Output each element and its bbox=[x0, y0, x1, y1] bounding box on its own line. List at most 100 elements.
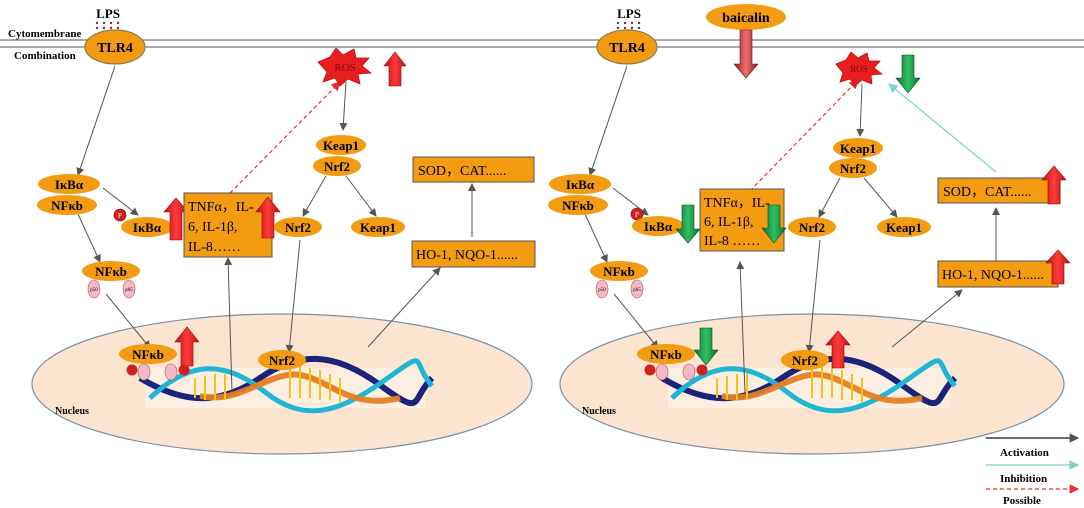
legend-inhibition-label: Inhibition bbox=[1000, 473, 1047, 485]
keap1-top-label-right: Keap1 bbox=[840, 141, 876, 156]
activation-arrows-left bbox=[76, 65, 476, 393]
dna-helix-left bbox=[138, 356, 435, 414]
left-panel: Nucleus bbox=[31, 6, 536, 455]
tlr4-receptor-right bbox=[596, 29, 658, 65]
ros-down-arrow-right bbox=[895, 54, 921, 94]
p50-subunit-mid-left bbox=[87, 279, 101, 299]
ros-label-left: ROS bbox=[334, 62, 355, 74]
baicalin-down-arrow bbox=[733, 29, 759, 79]
phospho-tag-label: P bbox=[118, 212, 122, 220]
keap1-top-right bbox=[833, 138, 883, 158]
nucleus-label-left: Nucleus bbox=[55, 406, 89, 417]
ikba-right bbox=[549, 174, 611, 194]
nfkb-nucleus-left bbox=[119, 344, 177, 364]
legend-possible-label: Possible bbox=[1003, 495, 1041, 507]
nfkb-phospho-cluster-left bbox=[126, 363, 190, 381]
p-ikba-label-left: IκBα bbox=[133, 220, 162, 235]
keap1-mid-right bbox=[877, 217, 931, 237]
p50-label: p50 bbox=[90, 288, 98, 293]
nucleus-label-right: Nucleus bbox=[582, 406, 616, 417]
sod-cat-up-arrow-right bbox=[1041, 165, 1067, 205]
nfkb-mid-label-right: NFκb bbox=[603, 264, 635, 279]
nrf2-nucleus-label-left: Nrf2 bbox=[269, 353, 295, 368]
lps-dots-right bbox=[616, 21, 641, 30]
ho1-up-arrow-right bbox=[1045, 249, 1071, 285]
combination-label: Combination bbox=[14, 50, 76, 62]
nfkb-phospho-cluster-right bbox=[644, 363, 708, 381]
keap1-mid-label-right: Keap1 bbox=[886, 220, 922, 235]
p65-label: p65 bbox=[125, 288, 133, 293]
ho1-nqo1-text-right: HO-1, NQO-1...... bbox=[942, 268, 1044, 283]
nfkb-mid-label-left: NFκb bbox=[95, 264, 127, 279]
keap1-top-label-left: Keap1 bbox=[323, 138, 359, 153]
ros-label-right: ROS bbox=[850, 64, 868, 74]
cytokine-up-arrow-left bbox=[255, 196, 281, 239]
dna-helix-right bbox=[660, 356, 958, 414]
nfkb-complex-right bbox=[548, 195, 608, 215]
p50-label: p50 bbox=[598, 288, 606, 293]
legend: Activation Inhibition Possible bbox=[986, 433, 1080, 507]
nfkb-nucleus-label-left: NFκb bbox=[132, 347, 164, 362]
phospho-tag-ikba-left bbox=[113, 208, 127, 222]
nfkb-mid-right bbox=[590, 261, 648, 281]
ros-burst-left bbox=[317, 47, 373, 87]
p-ikba-right bbox=[632, 216, 684, 236]
lps-label-right: LPS bbox=[617, 6, 641, 21]
cytokine-text-right: TNFα，IL- 6, IL-1β, IL-8 …… bbox=[704, 196, 773, 249]
ho1-nqo1-text-left: HO-1, NQO-1...... bbox=[416, 248, 518, 263]
phospho-tag-ikba-right bbox=[630, 207, 644, 221]
cytomembrane-label: Cytomembrane bbox=[8, 28, 81, 40]
cytokine-text-left: TNFα，IL- 6, IL-1β, IL-8…… bbox=[188, 200, 257, 255]
sod-cat-box-left bbox=[412, 156, 535, 183]
nrf2-top-left bbox=[313, 156, 361, 176]
lps-label-left: LPS bbox=[96, 6, 120, 21]
nfkb-complex-left bbox=[37, 195, 97, 215]
nrf2-mid-label-left: Nrf2 bbox=[285, 220, 311, 235]
ros-up-arrow-left bbox=[383, 51, 407, 87]
lps-dots-left bbox=[95, 21, 120, 30]
nrf2-top-right bbox=[829, 158, 877, 178]
p-ikba-left bbox=[121, 217, 173, 237]
right-panel: Nucleus bbox=[548, 4, 1071, 455]
sod-cat-text-right: SOD，CAT...... bbox=[943, 185, 1031, 200]
nrf2-nucleus-right bbox=[781, 350, 829, 370]
nrf2-mid-right bbox=[788, 217, 836, 237]
ikba-label-right: IκBα bbox=[566, 177, 595, 192]
nfkb-nucleus-right bbox=[637, 344, 695, 364]
ikba-label-left: IκBα bbox=[55, 177, 84, 192]
p-ikba-label-right: IκBα bbox=[644, 219, 673, 234]
cytokine-down-arrow-right bbox=[761, 204, 787, 244]
cell-membrane bbox=[0, 39, 1084, 48]
p65-subunit-mid-right bbox=[630, 279, 644, 299]
legend-activation-label: Activation bbox=[1000, 447, 1049, 459]
ikba-left bbox=[38, 174, 100, 194]
ikba-down-arrow-right bbox=[675, 204, 701, 244]
ros-burst-right bbox=[835, 51, 884, 87]
inhibition-arrow-right bbox=[888, 83, 997, 173]
nfkb-up-arrow-left bbox=[174, 326, 200, 367]
keap1-mid-label-left: Keap1 bbox=[360, 220, 396, 235]
p65-subunit-mid-left bbox=[122, 279, 136, 299]
baicalin-label: baicalin bbox=[722, 11, 770, 26]
possible-arrow-right bbox=[744, 79, 859, 197]
nfkb-nucleus-label-right: NFκb bbox=[650, 347, 682, 362]
tlr4-label-right: TLR4 bbox=[609, 41, 645, 56]
p50-subunit-mid-right bbox=[595, 279, 609, 299]
phospho-tag-label: P bbox=[635, 211, 639, 219]
sod-cat-text-left: SOD，CAT...... bbox=[418, 164, 506, 179]
nrf2-mid-label-right: Nrf2 bbox=[799, 220, 825, 235]
ikba-up-arrow-left bbox=[163, 197, 189, 241]
nfkb-mid-left bbox=[82, 261, 140, 281]
nfkb-complex-label-right: NFκb bbox=[562, 198, 594, 213]
nrf2-top-label-right: Nrf2 bbox=[840, 161, 866, 176]
nfkb-complex-label-left: NFκb bbox=[51, 198, 83, 213]
nrf2-nucleus-label-right: Nrf2 bbox=[792, 353, 818, 368]
cytokine-box-left bbox=[183, 192, 273, 258]
nrf2-nucleus-left bbox=[258, 350, 306, 370]
ho1-nqo1-box-left bbox=[411, 240, 536, 268]
p65-label: p65 bbox=[633, 288, 641, 293]
nrf2-up-arrow-right bbox=[825, 330, 851, 369]
tlr4-label-left: TLR4 bbox=[97, 41, 133, 56]
possible-arrow-left bbox=[229, 81, 341, 194]
